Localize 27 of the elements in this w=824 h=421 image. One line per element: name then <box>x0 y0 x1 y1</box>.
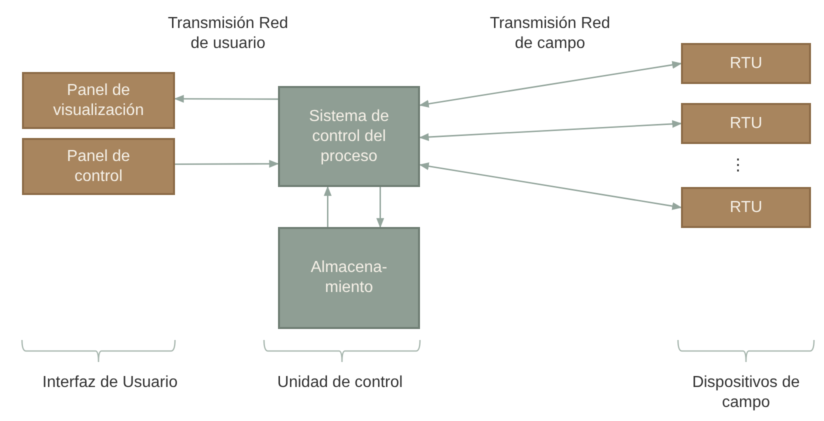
process-box <box>278 227 420 329</box>
arrow <box>324 186 332 227</box>
process-box <box>22 72 175 129</box>
process-box <box>681 103 811 144</box>
group-label: Dispositivos de campo <box>691 373 801 413</box>
box-label: RTU <box>730 54 762 74</box>
arrow <box>175 160 279 168</box>
box-label: RTU <box>730 114 762 134</box>
arrow <box>419 61 682 108</box>
process-box <box>681 43 811 84</box>
box-label: Sistema de control del proceso <box>308 106 390 166</box>
arrow <box>376 187 384 228</box>
process-box <box>681 187 811 228</box>
arrow <box>174 94 278 103</box>
group-label: Interfaz de Usuario <box>41 373 179 393</box>
network-label: Transmisión Red de campo <box>488 14 612 54</box>
ellipsis: ⋮ <box>729 156 747 176</box>
box-label: RTU <box>730 198 762 218</box>
arrow <box>419 120 682 141</box>
group-label: Unidad de control <box>276 373 404 393</box>
process-box <box>278 86 420 187</box>
process-box <box>22 138 175 195</box>
box-label: Panel de control <box>66 146 132 186</box>
box-label: Panel de visualización <box>52 80 145 120</box>
arrow <box>419 162 682 210</box>
network-label: Transmisión Red de usuario <box>166 14 290 54</box>
box-label: Almacena- miento <box>310 258 388 298</box>
